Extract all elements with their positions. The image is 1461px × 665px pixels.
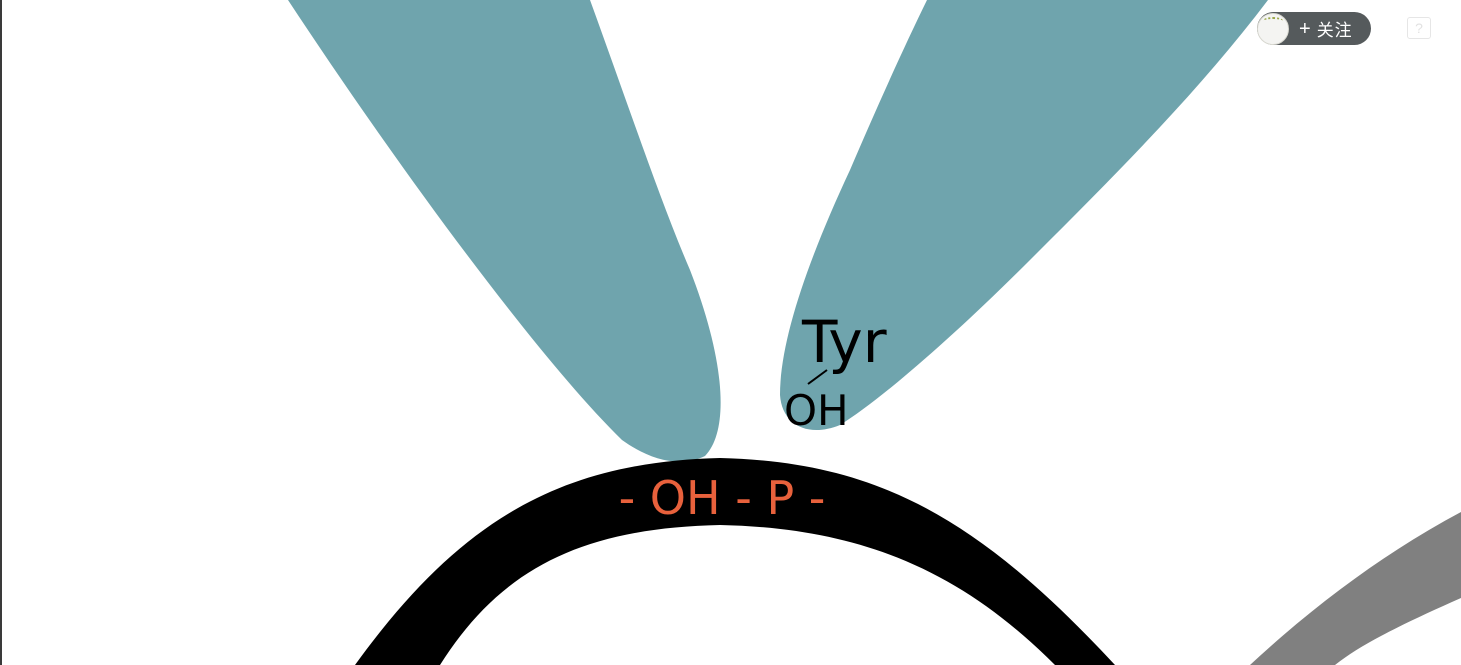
chain-label: - OH - P -	[619, 471, 826, 525]
avatar-icon[interactable]	[1257, 12, 1289, 45]
follow-button[interactable]: + 关注	[1257, 12, 1371, 45]
right-lobe	[780, 0, 1268, 431]
help-icon[interactable]: ?	[1407, 17, 1431, 39]
backbone-arc	[355, 458, 1115, 665]
follow-label: 关注	[1316, 21, 1353, 40]
oh-label: OH	[784, 386, 849, 435]
plus-icon: +	[1299, 17, 1311, 40]
tyr-label: Tyr	[801, 308, 887, 376]
left-lobe	[288, 0, 721, 462]
secondary-arc	[1250, 512, 1461, 665]
frame-edge	[0, 0, 2, 665]
oh-bond-line	[807, 369, 828, 385]
